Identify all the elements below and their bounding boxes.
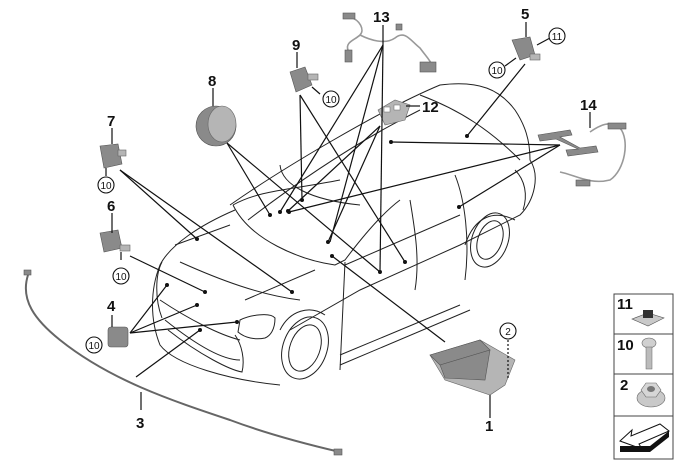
circled-refs: 10 10 10 10 10 11 2 <box>85 27 566 354</box>
legend-item-11[interactable]: 11 <box>617 296 665 327</box>
callout-12[interactable]: 12 <box>422 99 439 116</box>
circled-ref-2[interactable]: 2 <box>505 327 511 338</box>
callout-1[interactable]: 1 <box>485 418 493 435</box>
legend-item-2[interactable]: 2 <box>620 377 666 408</box>
cable-part[interactable] <box>24 274 341 453</box>
callout-13[interactable]: 13 <box>373 9 390 26</box>
upper-sensor-part[interactable] <box>289 66 319 93</box>
svg-text:2: 2 <box>620 377 628 394</box>
callout-6[interactable]: 6 <box>107 198 115 215</box>
bracket-part[interactable] <box>377 99 411 126</box>
roof-harness-part[interactable] <box>342 12 437 73</box>
callout-14[interactable]: 14 <box>580 97 597 114</box>
front-sensor-part[interactable] <box>107 326 129 348</box>
side-sensor-left-part[interactable] <box>99 229 131 253</box>
leader-lines <box>105 22 591 418</box>
callout-5[interactable]: 5 <box>521 6 529 23</box>
svg-text:10: 10 <box>617 337 634 354</box>
callout-3[interactable]: 3 <box>136 415 144 432</box>
leader-endpoints <box>165 134 469 332</box>
legend-item-arrow[interactable] <box>619 423 670 452</box>
callout-labels: 1 3 4 5 6 7 8 9 12 13 14 <box>107 6 597 435</box>
cable-connector-end <box>333 448 343 456</box>
callout-4[interactable]: 4 <box>107 298 116 315</box>
clip-nut-icon <box>631 310 665 327</box>
control-unit-part[interactable] <box>429 339 516 396</box>
direction-arrow-icon <box>619 423 670 452</box>
cable-connector-end <box>23 269 32 276</box>
rear-sensor-part[interactable] <box>511 36 541 61</box>
circled-ref-10[interactable]: 10 <box>115 272 127 283</box>
fastener-legend: 11 10 2 <box>613 293 674 460</box>
circled-ref-10[interactable]: 10 <box>100 181 112 192</box>
seat-mat-harness-part[interactable] <box>537 122 627 187</box>
circled-ref-11[interactable]: 11 <box>552 32 563 43</box>
flange-nut-icon <box>636 382 666 408</box>
callout-9[interactable]: 9 <box>292 37 300 54</box>
car-body-outline <box>152 83 536 386</box>
callout-8[interactable]: 8 <box>208 73 216 90</box>
circled-ref-10[interactable]: 10 <box>325 95 337 106</box>
legend-item-10[interactable]: 10 <box>617 337 657 370</box>
torx-screw-icon <box>641 337 657 370</box>
circled-ref-10[interactable]: 10 <box>491 66 503 77</box>
svg-text:11: 11 <box>617 296 633 313</box>
circled-ref-10[interactable]: 10 <box>88 341 100 352</box>
callout-7[interactable]: 7 <box>107 113 115 130</box>
side-sensor-front-part[interactable] <box>99 143 127 169</box>
round-sensor-part[interactable] <box>195 105 237 147</box>
